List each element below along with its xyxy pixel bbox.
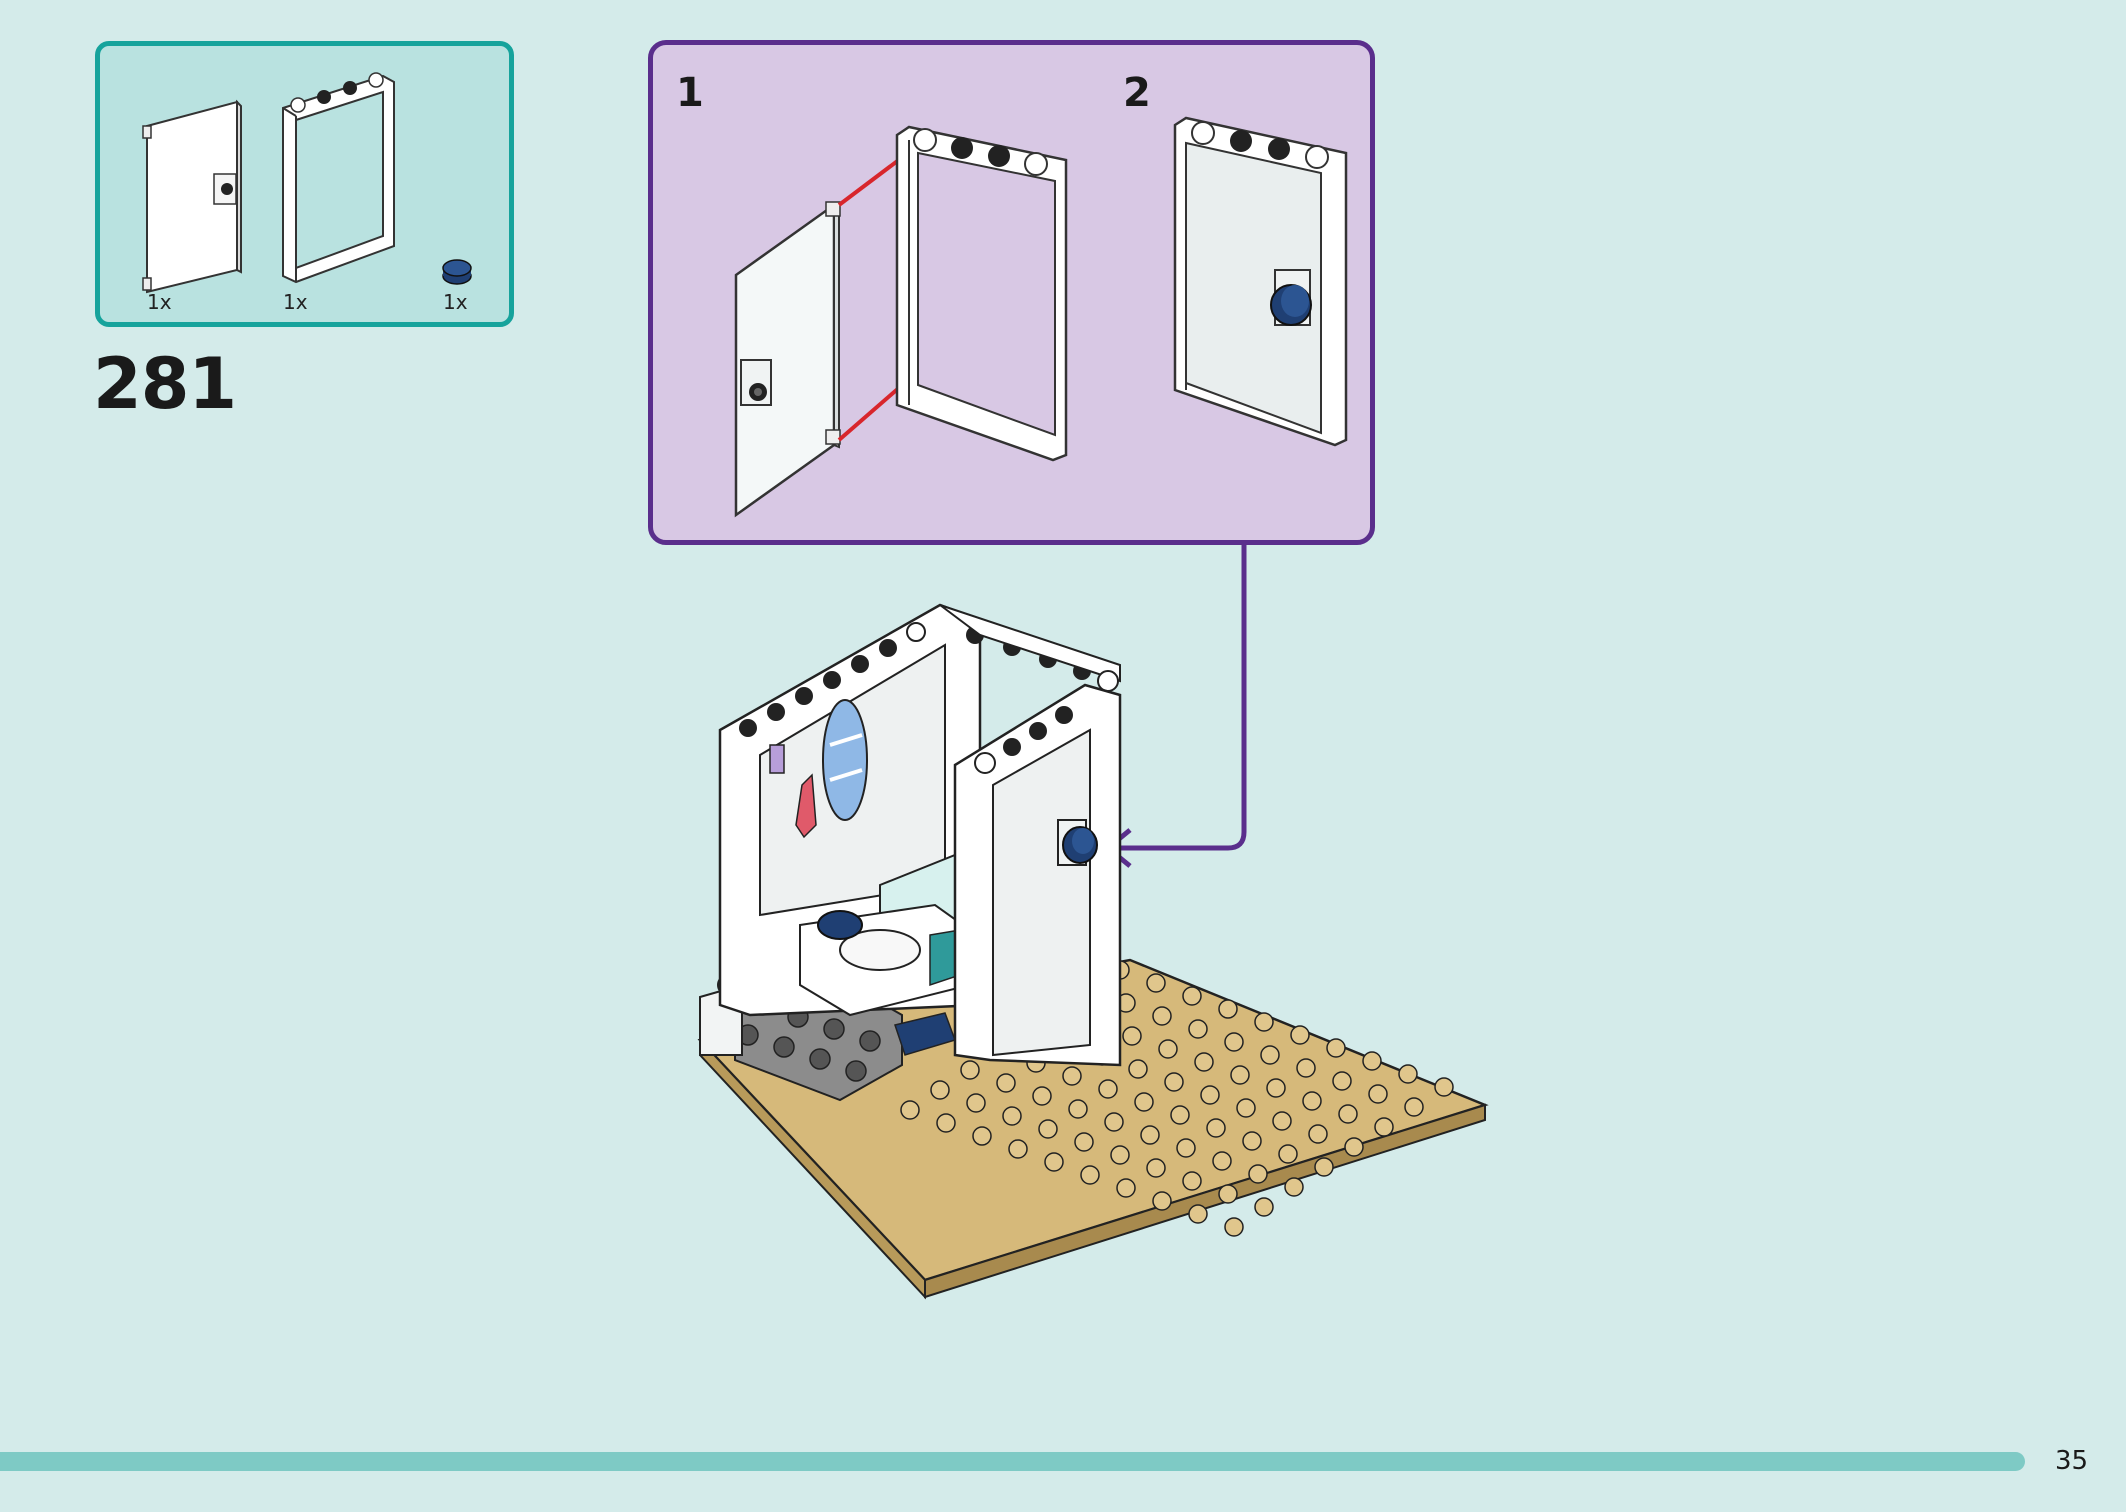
footer-progress-bar xyxy=(0,1452,2025,1471)
part-quantity: 1x xyxy=(147,290,172,314)
part-quantity: 1x xyxy=(283,290,308,314)
substep-callout: 1 2 xyxy=(648,40,1375,545)
door-part-icon xyxy=(142,99,242,294)
door-frame-part-icon xyxy=(282,72,395,284)
model-illustration-icon xyxy=(697,603,1489,1300)
assembled-door-illustration-icon xyxy=(1173,116,1348,447)
door-wall-icon xyxy=(953,683,1122,1067)
door-frame-illustration-icon xyxy=(895,125,1068,462)
part-quantity: 1x xyxy=(443,290,468,314)
toilet-icon xyxy=(799,853,971,1056)
substep-label: 2 xyxy=(1123,70,1151,116)
page-number: 35 xyxy=(2055,1446,2089,1476)
parts-list-box: 1x 1x 1x xyxy=(95,41,514,327)
baseplate-icon xyxy=(697,958,1489,1300)
step-number: 281 xyxy=(93,343,237,425)
round-tile-part-icon xyxy=(442,259,472,285)
door-illustration-icon xyxy=(734,201,841,518)
substep-label: 1 xyxy=(676,70,704,116)
